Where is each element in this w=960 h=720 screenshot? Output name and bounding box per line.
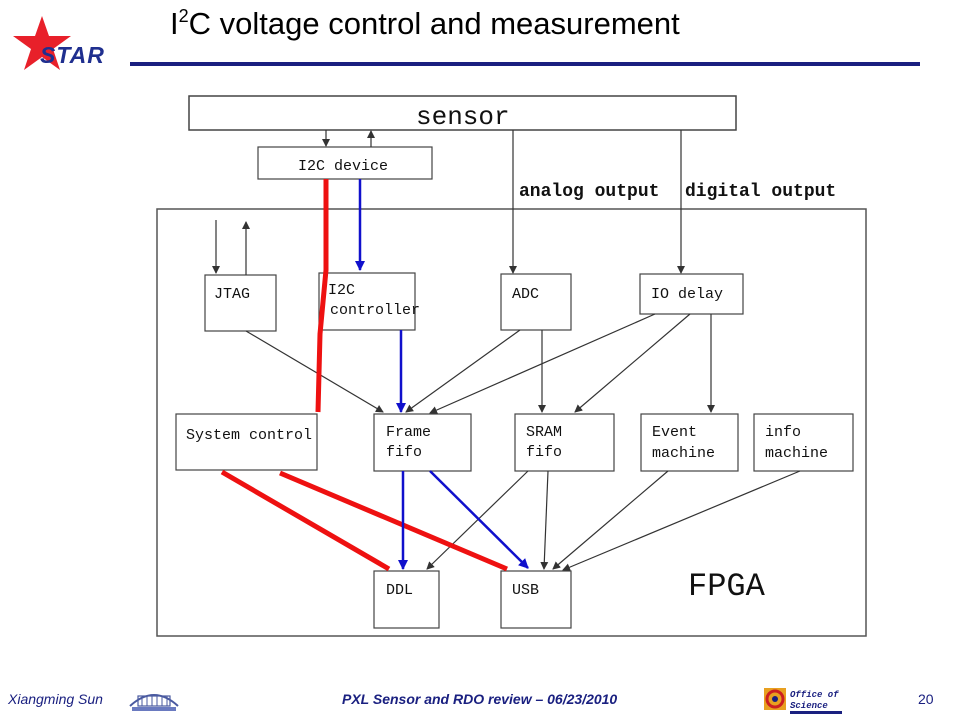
i2c-device-box (257, 146, 433, 180)
red-path-ddl-to-system-control (220, 469, 391, 572)
arrow-event-machine-to-usb (552, 470, 669, 570)
i2c-controller-label-1: I2C (328, 282, 355, 299)
arrow-io-delay-to-sram-fifo (574, 313, 691, 413)
arrow-adc-to-frame-fifo (405, 329, 521, 413)
sram-fifo-label-1: SRAM (526, 424, 562, 441)
frame-fifo-label-1: Frame (386, 424, 431, 441)
adc-box (500, 273, 572, 331)
i2c-controller-box (318, 272, 416, 331)
jtag-label: JTAG (214, 286, 250, 303)
footer-author: Xiangming Sun (8, 691, 103, 707)
doe-office-of-science-logo: Office of Science (764, 688, 842, 714)
adc-label: ADC (512, 286, 539, 303)
sram-fifo-label-2: fifo (526, 444, 562, 461)
info-machine-label-1: info (765, 424, 801, 441)
fpga-label: FPGA (688, 568, 766, 605)
frame-fifo-box (373, 413, 472, 472)
event-machine-label-2: machine (652, 445, 715, 462)
event-machine-box (640, 413, 739, 472)
lab-building-icon (129, 694, 179, 711)
io-delay-box (639, 273, 744, 315)
info-machine-box (753, 413, 854, 472)
sensor-label: sensor (416, 102, 510, 132)
digital-output-label: digital output (685, 182, 836, 202)
svg-text:Office of: Office of (790, 690, 839, 700)
star-logo-icon (13, 16, 71, 70)
system-control-label: System control (186, 427, 312, 444)
header-rule (130, 62, 920, 66)
sensor-box (188, 95, 737, 131)
io-delay-label: IO delay (651, 286, 723, 303)
red-path-usb-to-system-control (279, 470, 508, 572)
sram-fifo-box (514, 413, 615, 472)
i2c-device-label: I2C device (298, 158, 388, 175)
arrow-sram-fifo-to-ddl (426, 470, 529, 570)
arrow-jtag-to-frame-fifo (245, 330, 384, 413)
blue-path-frame-fifo-to-usb (429, 470, 529, 569)
red-path-i2c-device-to-system-control (315, 179, 329, 413)
arrow-sram-fifo-to-usb (540, 470, 549, 570)
info-machine-label-2: machine (765, 445, 828, 462)
system-control-box (175, 413, 318, 471)
event-machine-label-1: Event (652, 424, 697, 441)
ddl-label: DDL (386, 582, 413, 599)
svg-text:Science: Science (790, 701, 828, 711)
i2c-controller-label-2: controller (330, 302, 420, 319)
ddl-box (373, 570, 440, 629)
frame-fifo-label-2: fifo (386, 444, 422, 461)
jtag-box (204, 274, 277, 332)
footer-event: PXL Sensor and RDO review – 06/23/2010 (342, 691, 618, 707)
footer-page-number: 20 (918, 691, 934, 707)
analog-output-label: analog output (519, 182, 659, 202)
star-logo-text: STAR (40, 42, 105, 68)
usb-label: USB (512, 582, 539, 599)
usb-box (500, 570, 572, 629)
arrow-io-delay-to-frame-fifo (429, 313, 656, 414)
page-title: I2C voltage control and measurement (170, 6, 680, 41)
arrow-info-machine-to-usb (562, 470, 801, 571)
